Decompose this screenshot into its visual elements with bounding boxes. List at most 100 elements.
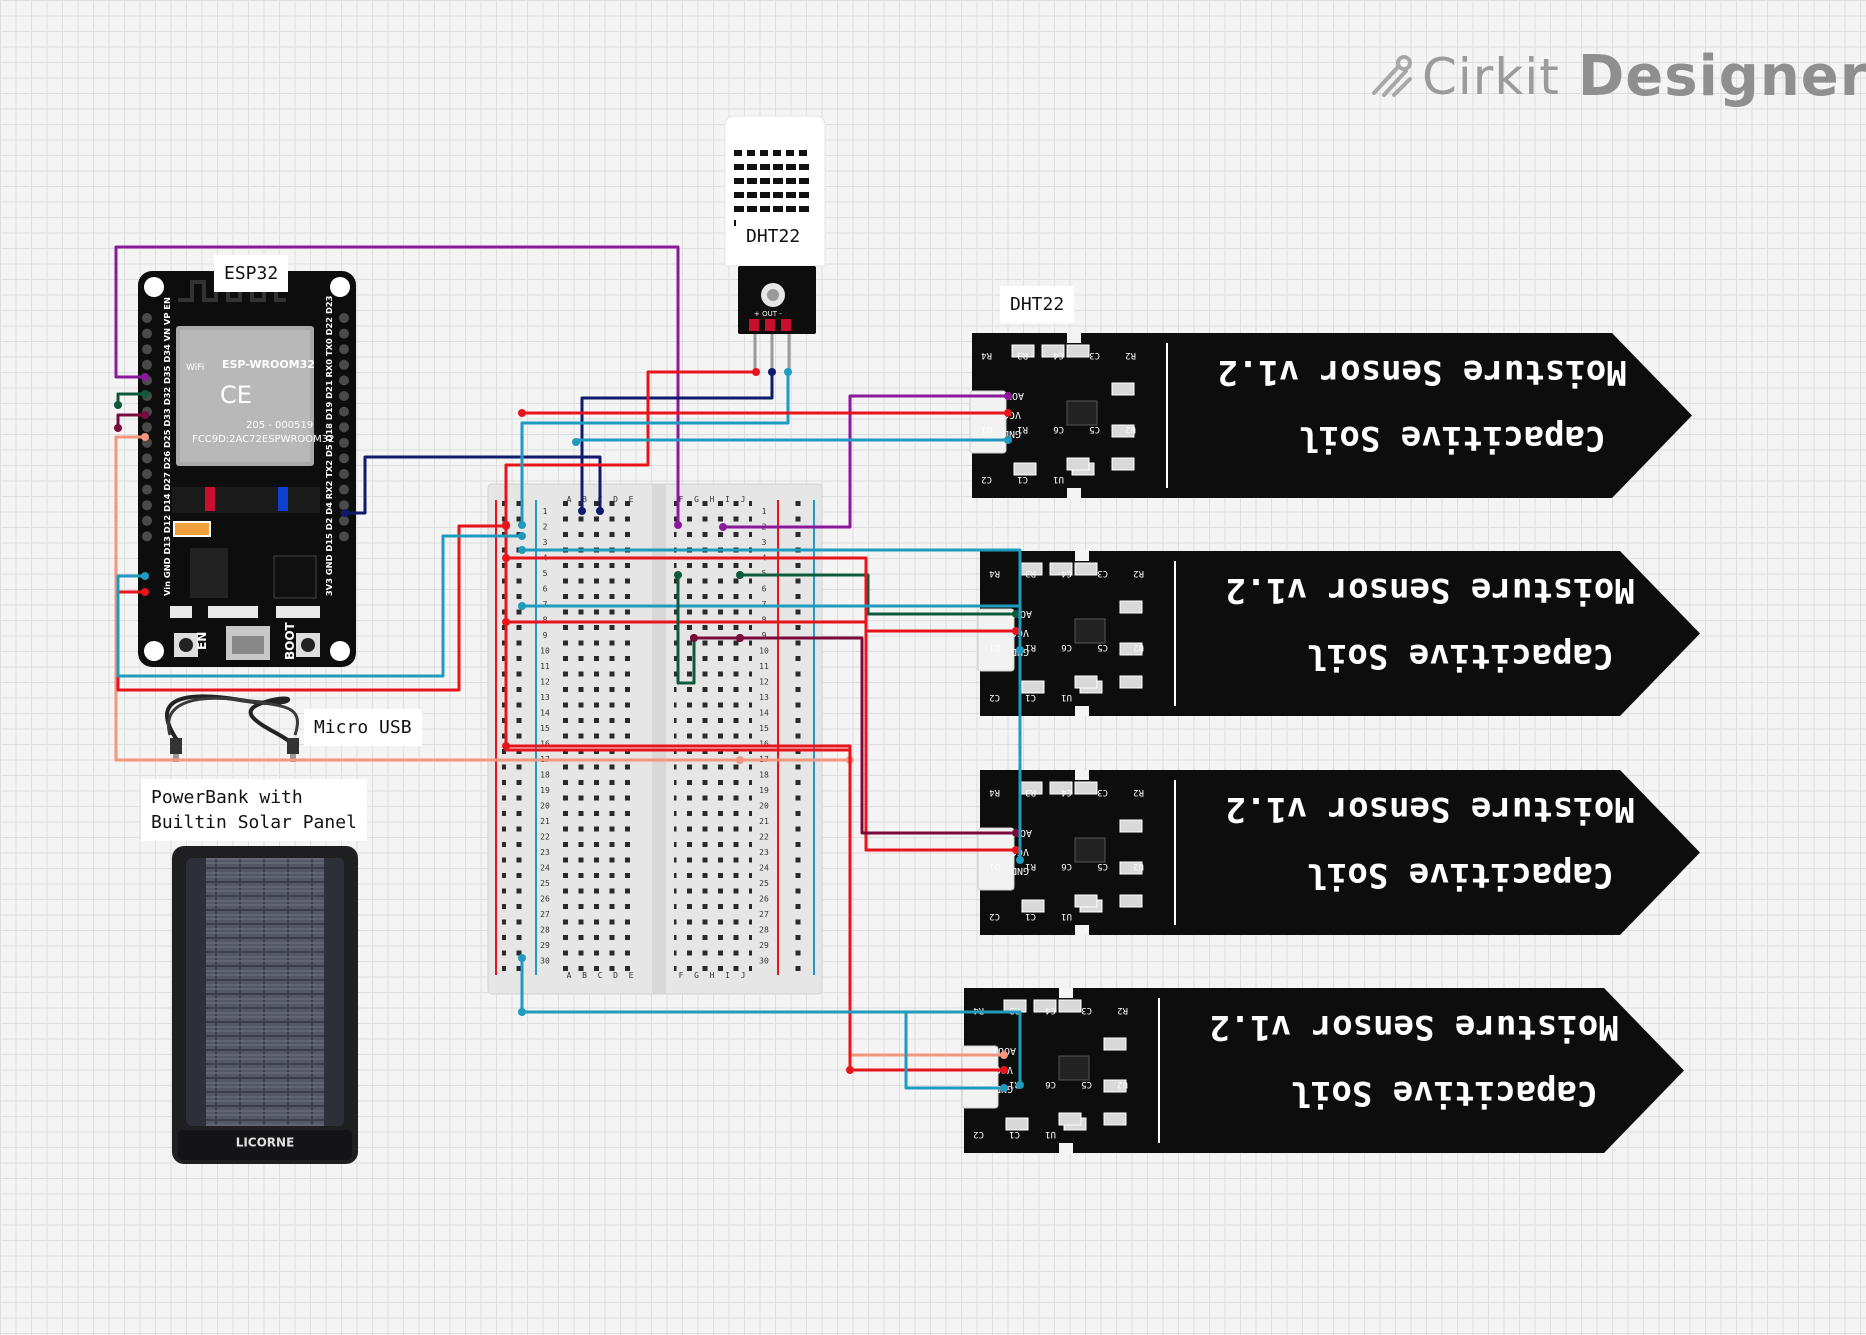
- header-pin: [142, 313, 152, 323]
- sensor-part-label: R2: [1133, 568, 1144, 578]
- powerbank[interactable]: [172, 846, 358, 1164]
- row-number: 22: [540, 833, 550, 842]
- header-pin: [339, 391, 349, 401]
- moisture-sensor: AOUTVCCGNDR4R3C4C3R2D1R1C6C5U2C2C1U1Mois…: [977, 551, 1700, 716]
- wire-endpoint: [1004, 409, 1012, 417]
- row-number: 19: [759, 786, 769, 795]
- sensor-smd: [1103, 1112, 1127, 1126]
- header-pin: [339, 422, 349, 433]
- row-number: 16: [540, 740, 550, 749]
- row-number: 10: [759, 647, 769, 656]
- row-number: 13: [540, 693, 550, 702]
- sensor-part-label: D1: [989, 642, 1000, 652]
- sensor-part-label: C4: [1061, 787, 1072, 797]
- grill-slot: [786, 164, 796, 170]
- sensor-subtitle: Capacitive Soil: [1298, 418, 1605, 458]
- column-letter: G: [694, 971, 699, 980]
- wire: [522, 1010, 1004, 1090]
- grill-slot: [747, 178, 757, 184]
- row-number: 26: [540, 895, 550, 904]
- sensor-pcb: [972, 333, 1692, 498]
- header-pin: [142, 469, 152, 479]
- sensor-smd: [1111, 457, 1135, 471]
- sensor-smd: [1011, 344, 1035, 358]
- micro-usb-cable[interactable]: [165, 694, 299, 762]
- sensor-part-label: R4: [973, 1005, 984, 1015]
- wire: [506, 744, 852, 1070]
- header-pin: [142, 453, 152, 464]
- sensor-connector: [977, 608, 1015, 672]
- wire-endpoint: [518, 521, 526, 529]
- esp32-pin-headers[interactable]: [142, 313, 349, 542]
- sensor-smd: [1074, 781, 1098, 795]
- sensor-part-label: C6: [1061, 642, 1072, 652]
- grill-slot: [773, 150, 781, 156]
- esp32-label: ESP32: [214, 255, 289, 292]
- sensor-smd: [1074, 562, 1098, 576]
- wire-endpoint: [752, 368, 760, 376]
- grill-slot: [786, 178, 796, 184]
- header-pin: [339, 515, 349, 526]
- grill-slot: [786, 206, 796, 212]
- wire-endpoint: [1000, 1066, 1008, 1074]
- column-letter: F: [679, 495, 684, 504]
- wire: [116, 524, 506, 692]
- wire-endpoint: [141, 588, 149, 596]
- sensor-part-label: R1: [1009, 1079, 1020, 1089]
- wire-endpoint: [1016, 1081, 1024, 1089]
- sensor-chip: [1074, 837, 1106, 863]
- sensor-title: Moisture Sensor v1.2: [1225, 570, 1634, 610]
- wire-endpoint: [518, 546, 526, 554]
- wire: [114, 245, 680, 525]
- sensor-smd: [1119, 600, 1143, 614]
- sensor-smd: [1041, 344, 1065, 358]
- wire-endpoint: [1004, 392, 1012, 400]
- sensor-part-label: R3: [1025, 787, 1036, 797]
- row-number: 16: [759, 740, 769, 749]
- esp32-board[interactable]: [138, 271, 356, 667]
- sensor-smd: [1066, 457, 1090, 471]
- sensor-title: Moisture Sensor v1.2: [1225, 789, 1634, 829]
- sensor-smd: [1119, 819, 1143, 833]
- sensor-part-label: R4: [989, 568, 1000, 578]
- sensor-notch: [1075, 551, 1089, 561]
- header-pin: [142, 359, 152, 370]
- header-pin: [142, 484, 152, 495]
- wire-endpoint: [502, 522, 510, 530]
- sensor-part-label: R1: [1025, 642, 1036, 652]
- moisture-sensor: AOUTVCCGNDR4R3C4C3R2D1R1C6C5U2C2C1U1Mois…: [961, 988, 1684, 1153]
- column-letter: I: [725, 495, 730, 504]
- wire-endpoint: [1016, 856, 1024, 864]
- wire: [522, 604, 1022, 860]
- header-pin: [339, 359, 349, 370]
- grill-slot: [734, 150, 742, 156]
- row-number: 14: [540, 709, 550, 718]
- sensor-part-label: D1: [989, 861, 1000, 871]
- grill-slot: [799, 150, 807, 156]
- row-number: 1: [543, 507, 548, 516]
- sensor-part-label: R2: [1125, 350, 1136, 360]
- sensor-notch: [1059, 1143, 1073, 1153]
- sensor-part-label: C6: [1061, 861, 1072, 871]
- sensor-smd: [1103, 1037, 1127, 1051]
- row-number: 18: [540, 771, 550, 780]
- wire-endpoint: [1012, 846, 1020, 854]
- wire-endpoint: [596, 507, 604, 515]
- grill-slot: [773, 206, 783, 212]
- sensor-chip: [1074, 618, 1106, 644]
- header-pin: [339, 469, 349, 479]
- wire-endpoint: [1012, 610, 1020, 618]
- row-number: 26: [759, 895, 769, 904]
- wire-endpoint: [341, 509, 349, 517]
- sensor-part-label: C2: [989, 692, 1000, 702]
- grill-slot: [734, 206, 744, 212]
- wire-endpoint: [674, 571, 682, 579]
- grill-slot: [747, 150, 755, 156]
- sensor-smd: [1005, 1117, 1029, 1131]
- header-pin: [339, 328, 349, 339]
- column-letter: B: [582, 495, 587, 504]
- column-letter: G: [694, 495, 699, 504]
- dht22-grill: [734, 150, 809, 226]
- sensor-smd: [1119, 675, 1143, 689]
